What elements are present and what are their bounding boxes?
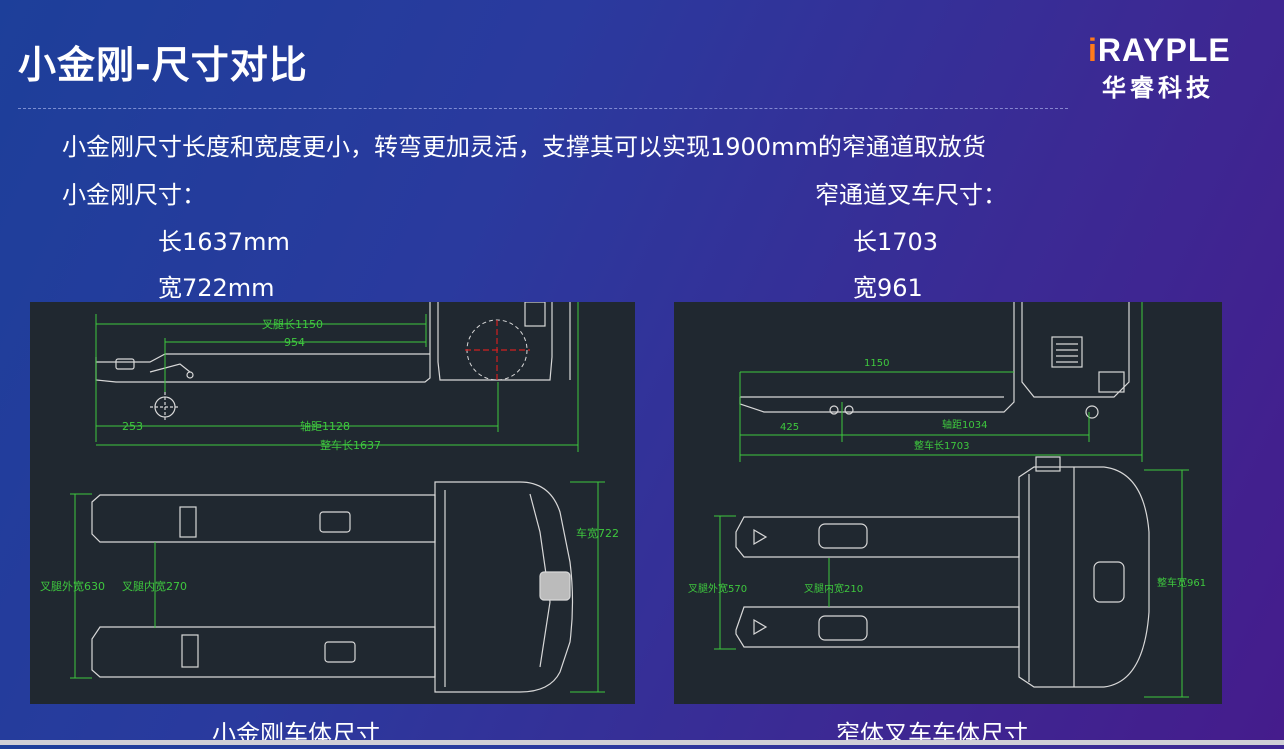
left-dim-lines-bottom <box>70 481 605 693</box>
left-center-mark <box>465 319 530 382</box>
right-dim-lines-top <box>739 302 1143 462</box>
right-top-view <box>735 456 1150 688</box>
left-dim-fork-outer: 叉腿外宽630 <box>40 579 105 593</box>
right-dim-width: 整车宽961 <box>1157 576 1206 589</box>
right-dim-total-length: 整车长1703 <box>914 439 969 452</box>
logo-i: i <box>1088 32 1098 68</box>
right-width: 宽961 <box>853 274 923 302</box>
left-cad-drawing: 叉腿长1150 954 253 轴距1128 整车长1637 叉腿外宽630 叉… <box>40 302 619 693</box>
left-top-view <box>91 481 574 693</box>
right-dim-1150: 1150 <box>864 358 889 369</box>
left-dim-wheelbase: 轴距1128 <box>300 419 350 433</box>
right-dim-wheelbase: 轴距1034 <box>942 418 987 431</box>
left-width: 宽722mm <box>158 274 275 302</box>
left-drawing-panel: 叉腿长1150 954 253 轴距1128 整车长1637 叉腿外宽630 叉… <box>30 302 635 704</box>
left-heading: 小金刚尺寸： <box>62 181 206 209</box>
right-side-view <box>739 302 1130 419</box>
right-length: 长1703 <box>853 228 939 256</box>
left-dim-width: 车宽722 <box>576 526 619 540</box>
left-dim-253: 253 <box>122 420 143 433</box>
right-dim-fork-outer: 叉腿外宽570 <box>688 582 747 595</box>
logo-wordmark: iRAYPLE <box>1088 34 1248 66</box>
page-title: 小金刚-尺寸对比 <box>18 43 308 87</box>
right-cad-drawing: 1150 425 轴距1034 整车长1703 叉腿外宽570 叉腿内宽210 … <box>688 302 1206 698</box>
summary-text: 小金刚尺寸长度和宽度更小，转弯更加灵活，支撑其可以实现1900mm的窄通道取放货 <box>62 133 986 161</box>
left-dim-fork-length: 叉腿长1150 <box>262 318 323 331</box>
left-length: 长1637mm <box>158 228 290 256</box>
right-drawing-panel: 1150 425 轴距1034 整车长1703 叉腿外宽570 叉腿内宽210 … <box>674 302 1222 704</box>
right-dim-fork-inner: 叉腿内宽210 <box>804 582 863 595</box>
left-dim-total-length: 整车长1637 <box>320 438 381 452</box>
logo-rest: RAYPLE <box>1097 32 1231 68</box>
right-heading: 窄通道叉车尺寸： <box>815 181 1007 209</box>
title-divider <box>18 108 1068 109</box>
left-dim-954: 954 <box>284 336 305 349</box>
right-dim-425: 425 <box>780 422 799 433</box>
left-dim-lines-top <box>95 302 579 452</box>
right-dim-lines-bottom <box>714 469 1189 698</box>
bottom-bar <box>0 740 1284 745</box>
left-dim-fork-inner: 叉腿内宽270 <box>122 579 187 593</box>
logo-chinese: 华睿科技 <box>1102 74 1214 102</box>
brand-logo: iRAYPLE 华睿科技 <box>1088 34 1248 103</box>
left-side-view <box>95 302 571 422</box>
